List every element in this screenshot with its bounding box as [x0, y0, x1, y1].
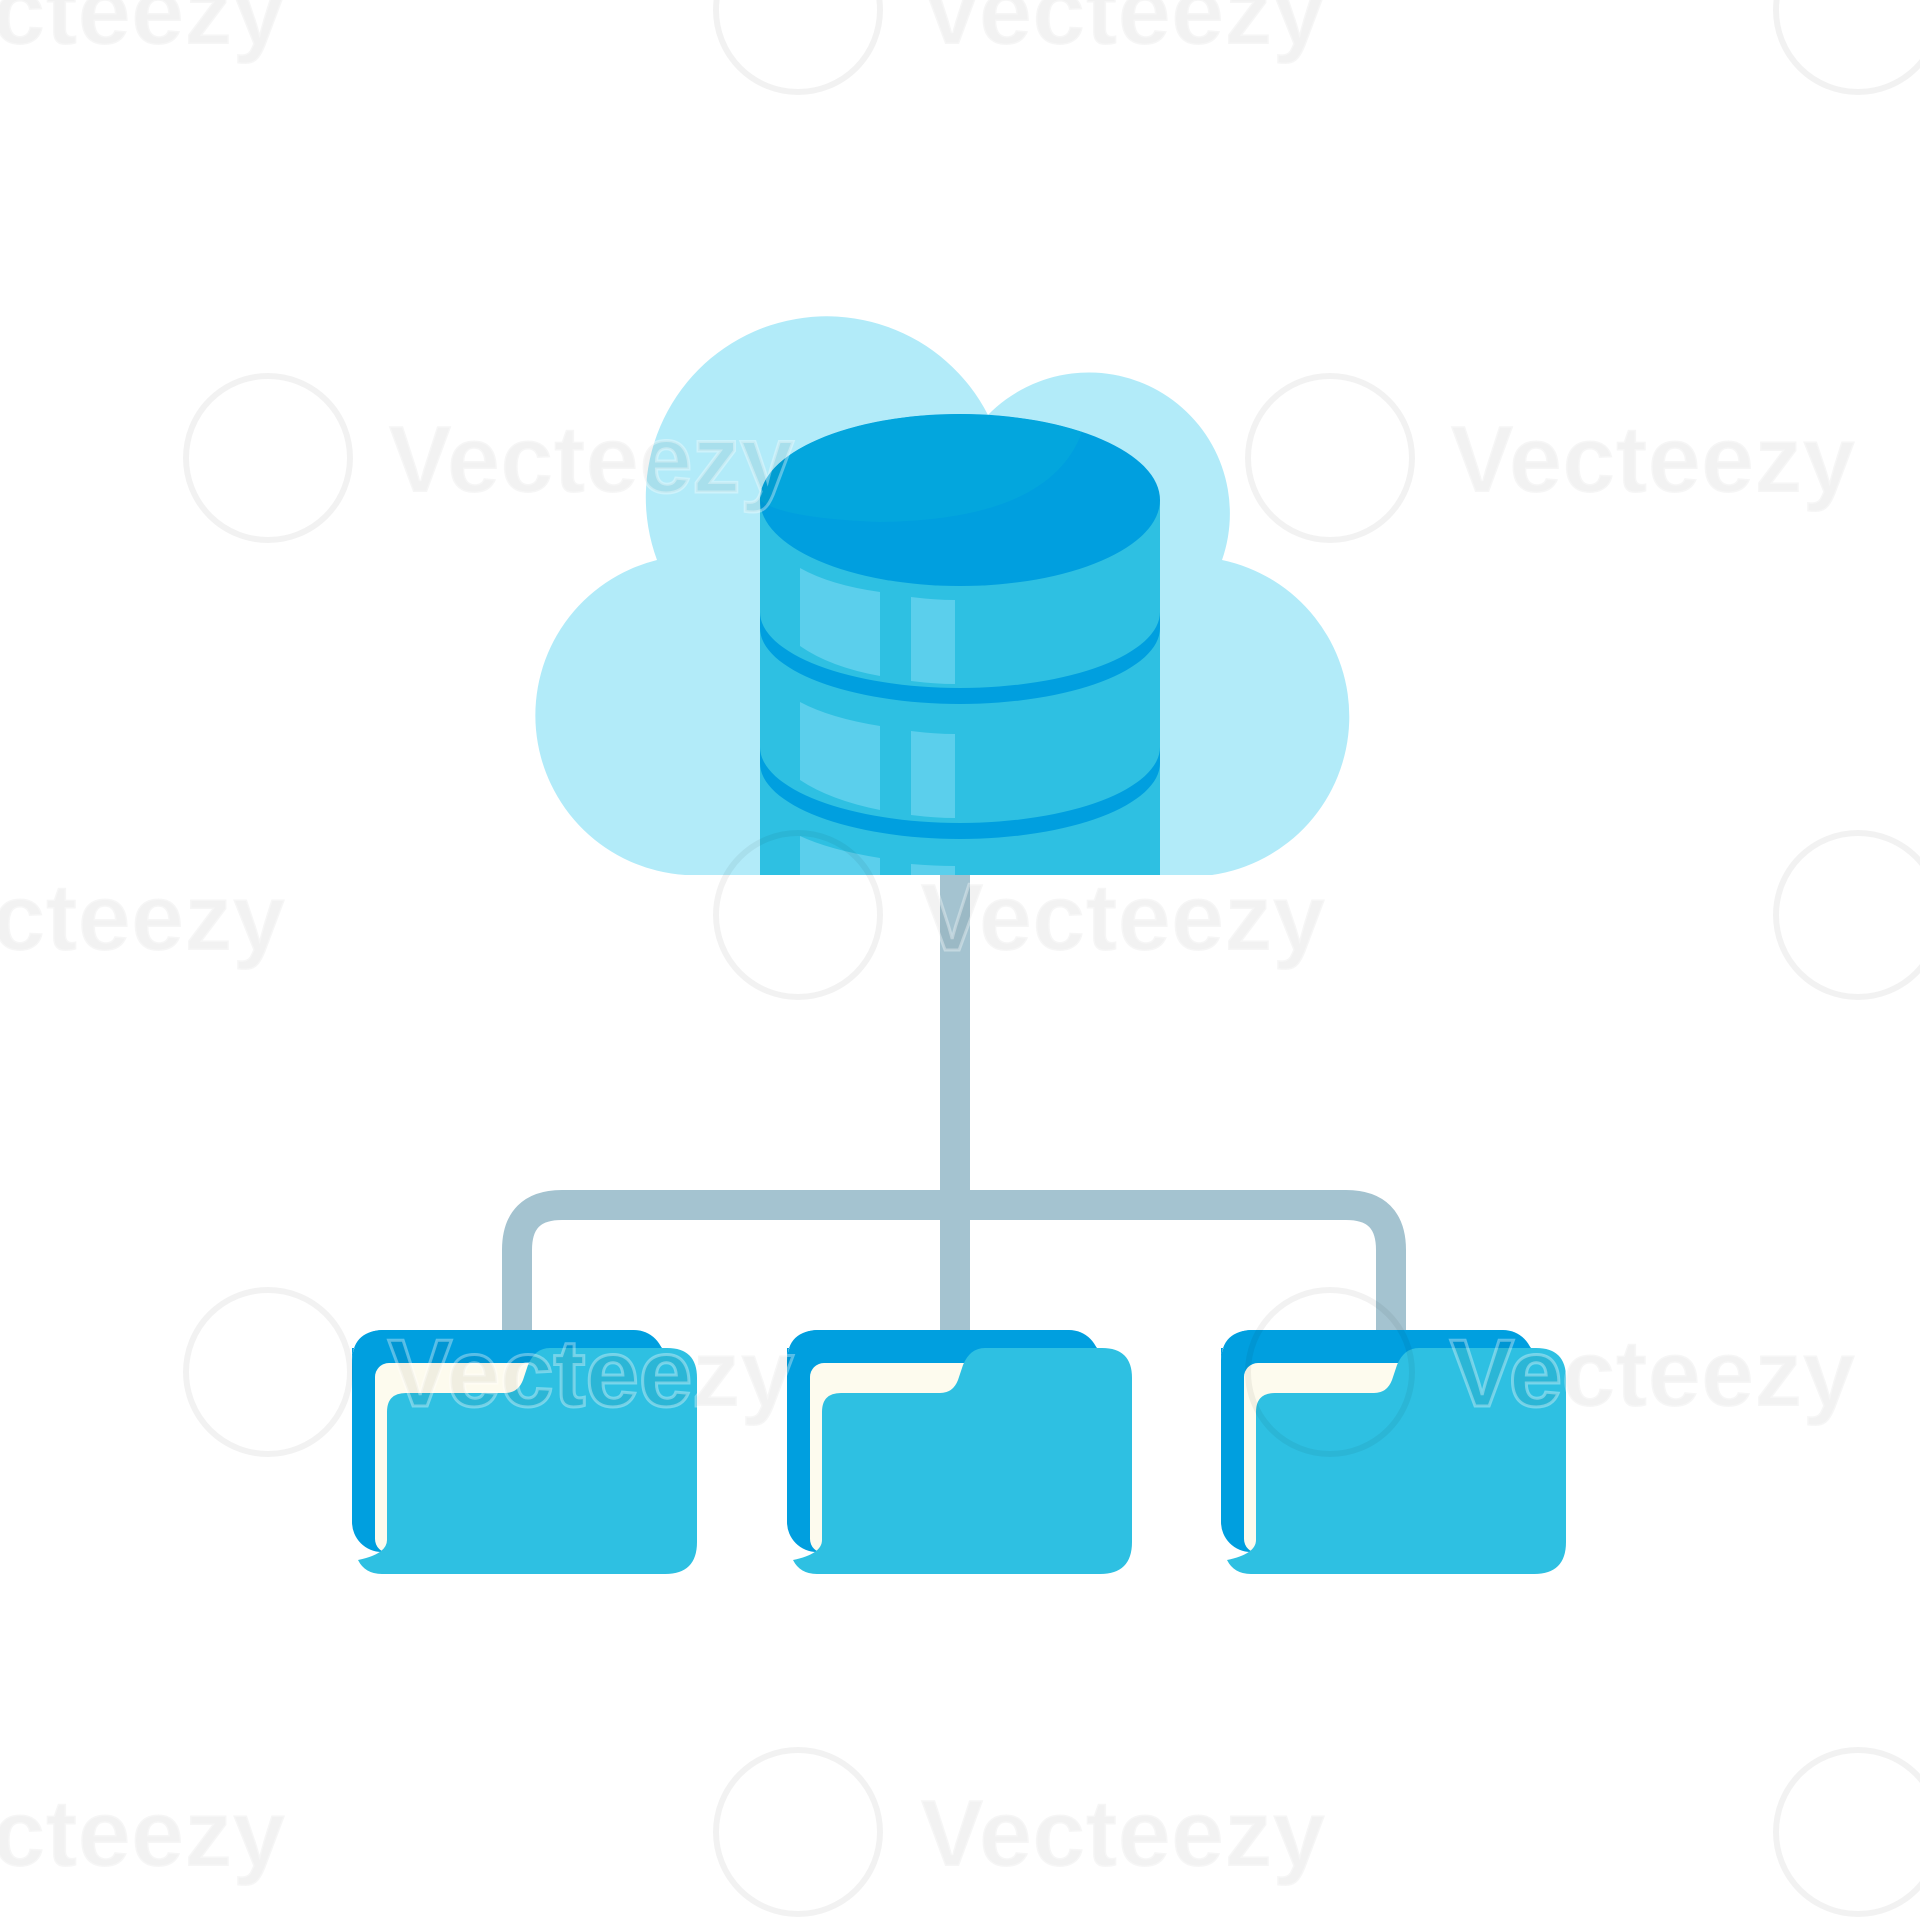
watermark-logo-icon: [183, 1287, 353, 1457]
watermark-text: Vecteezy: [0, 0, 286, 65]
watermark-text: Vecteezy: [1450, 1320, 1856, 1427]
watermark-logo-icon: [1773, 1747, 1920, 1917]
watermark-logo-icon: [1245, 373, 1415, 543]
watermark-text: Vecteezy: [1450, 406, 1856, 513]
watermark-logo-icon: [1773, 0, 1920, 95]
watermark-text: Vecteezy: [388, 406, 794, 513]
connector-lines: [502, 872, 1406, 1340]
watermark-text: Vecteezy: [0, 1780, 286, 1887]
watermark-logo-icon: [1245, 1287, 1415, 1457]
folder-icon-center: [787, 1330, 1132, 1574]
watermark-logo-icon: [183, 373, 353, 543]
watermark-logo-icon: [713, 0, 883, 95]
watermark-logo-icon: [713, 1747, 883, 1917]
database-icon: [760, 414, 1160, 875]
watermark-text: Vecteezy: [920, 864, 1326, 971]
watermark-logo-icon: [1773, 830, 1920, 1000]
watermark-text: Vecteezy: [388, 1320, 794, 1427]
watermark-text: Vecteezy: [920, 1780, 1326, 1887]
connector-branch: [502, 1190, 1406, 1340]
watermark-text: Vecteezy: [920, 0, 1326, 65]
watermark-logo-icon: [713, 830, 883, 1000]
watermark-text: Vecteezy: [0, 864, 286, 971]
